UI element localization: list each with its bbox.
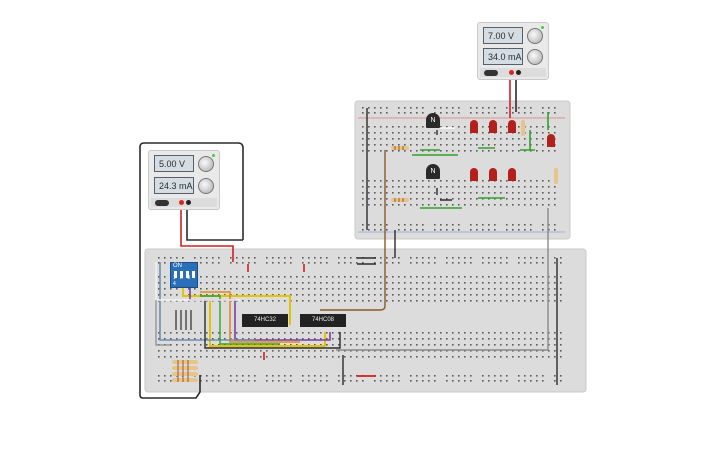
wire-purple (189, 288, 331, 341)
wire-red-psu-to-board (180, 204, 234, 262)
power-supply-top: 7.00 V 34.0 mA (477, 22, 549, 80)
psu-main-negative-terminal[interactable] (186, 200, 191, 205)
breadboard-main-holes (158, 257, 562, 382)
psu-main-base (151, 198, 217, 207)
dip-toggle-2[interactable] (180, 271, 183, 278)
resistor-array (172, 360, 198, 382)
psu-top-voltage-display: 7.00 V (483, 27, 523, 44)
psu-top-positive-terminal[interactable] (509, 70, 514, 75)
psu-top-indicator-icon (541, 26, 544, 29)
jumper-red-1 (247, 264, 305, 360)
jumper-black-cols (175, 310, 192, 330)
dip-toggle-1[interactable] (174, 271, 177, 278)
psu-top-voltage-knob[interactable] (527, 28, 543, 44)
psu-main-current-knob[interactable] (198, 178, 214, 194)
jumper-black-rail (342, 258, 558, 385)
power-supply-main: 5.00 V 24.3 mA (148, 150, 220, 210)
resistors-top (391, 120, 558, 202)
psu-main-voltage-knob[interactable] (198, 156, 214, 172)
dip-toggle-4[interactable] (192, 271, 195, 278)
wire-orange (200, 291, 300, 343)
psu-top-power-switch[interactable] (484, 70, 498, 76)
psu-main-voltage-display: 5.00 V (154, 155, 194, 172)
top-black-wires (366, 108, 452, 258)
transistor-lower[interactable]: N (426, 164, 440, 179)
psu-top-current-display: 34.0 mA (483, 48, 523, 65)
jumper-black-1 (357, 257, 376, 265)
wire-black-main-loop (139, 155, 243, 399)
led-group (470, 120, 555, 181)
wire-blue (159, 262, 255, 341)
dip-switch[interactable]: ON 1 2 3 4 (170, 262, 198, 288)
dip-switch-numbers: 1 2 3 4 (173, 275, 192, 287)
breadboard-main (144, 248, 587, 393)
psu-main-power-switch[interactable] (155, 200, 169, 206)
psu-main-current-display: 24.3 mA (154, 177, 194, 194)
jumper-gray-vert (155, 300, 170, 346)
wire-gray (336, 208, 549, 351)
chip-74hc08[interactable]: 74HC08 (300, 314, 346, 327)
top-green-wires (412, 112, 549, 209)
breadboard-top (354, 100, 571, 240)
dip-toggle-3[interactable] (186, 271, 189, 278)
psu-main-positive-terminal[interactable] (179, 200, 184, 205)
transistor-upper[interactable]: N (426, 113, 440, 128)
dip-switch-on-label: ON (173, 263, 182, 269)
wire-psu-frame (139, 142, 244, 240)
wire-brown (320, 150, 386, 311)
psu-main-indicator-icon (212, 154, 215, 157)
psu-top-current-knob[interactable] (527, 49, 543, 65)
wire-yellow (182, 288, 326, 347)
psu-top-negative-terminal[interactable] (516, 70, 521, 75)
wire-black-b (204, 300, 341, 349)
chip-74hc32[interactable]: 74HC32 (242, 314, 288, 327)
wire-green-a (200, 295, 280, 345)
